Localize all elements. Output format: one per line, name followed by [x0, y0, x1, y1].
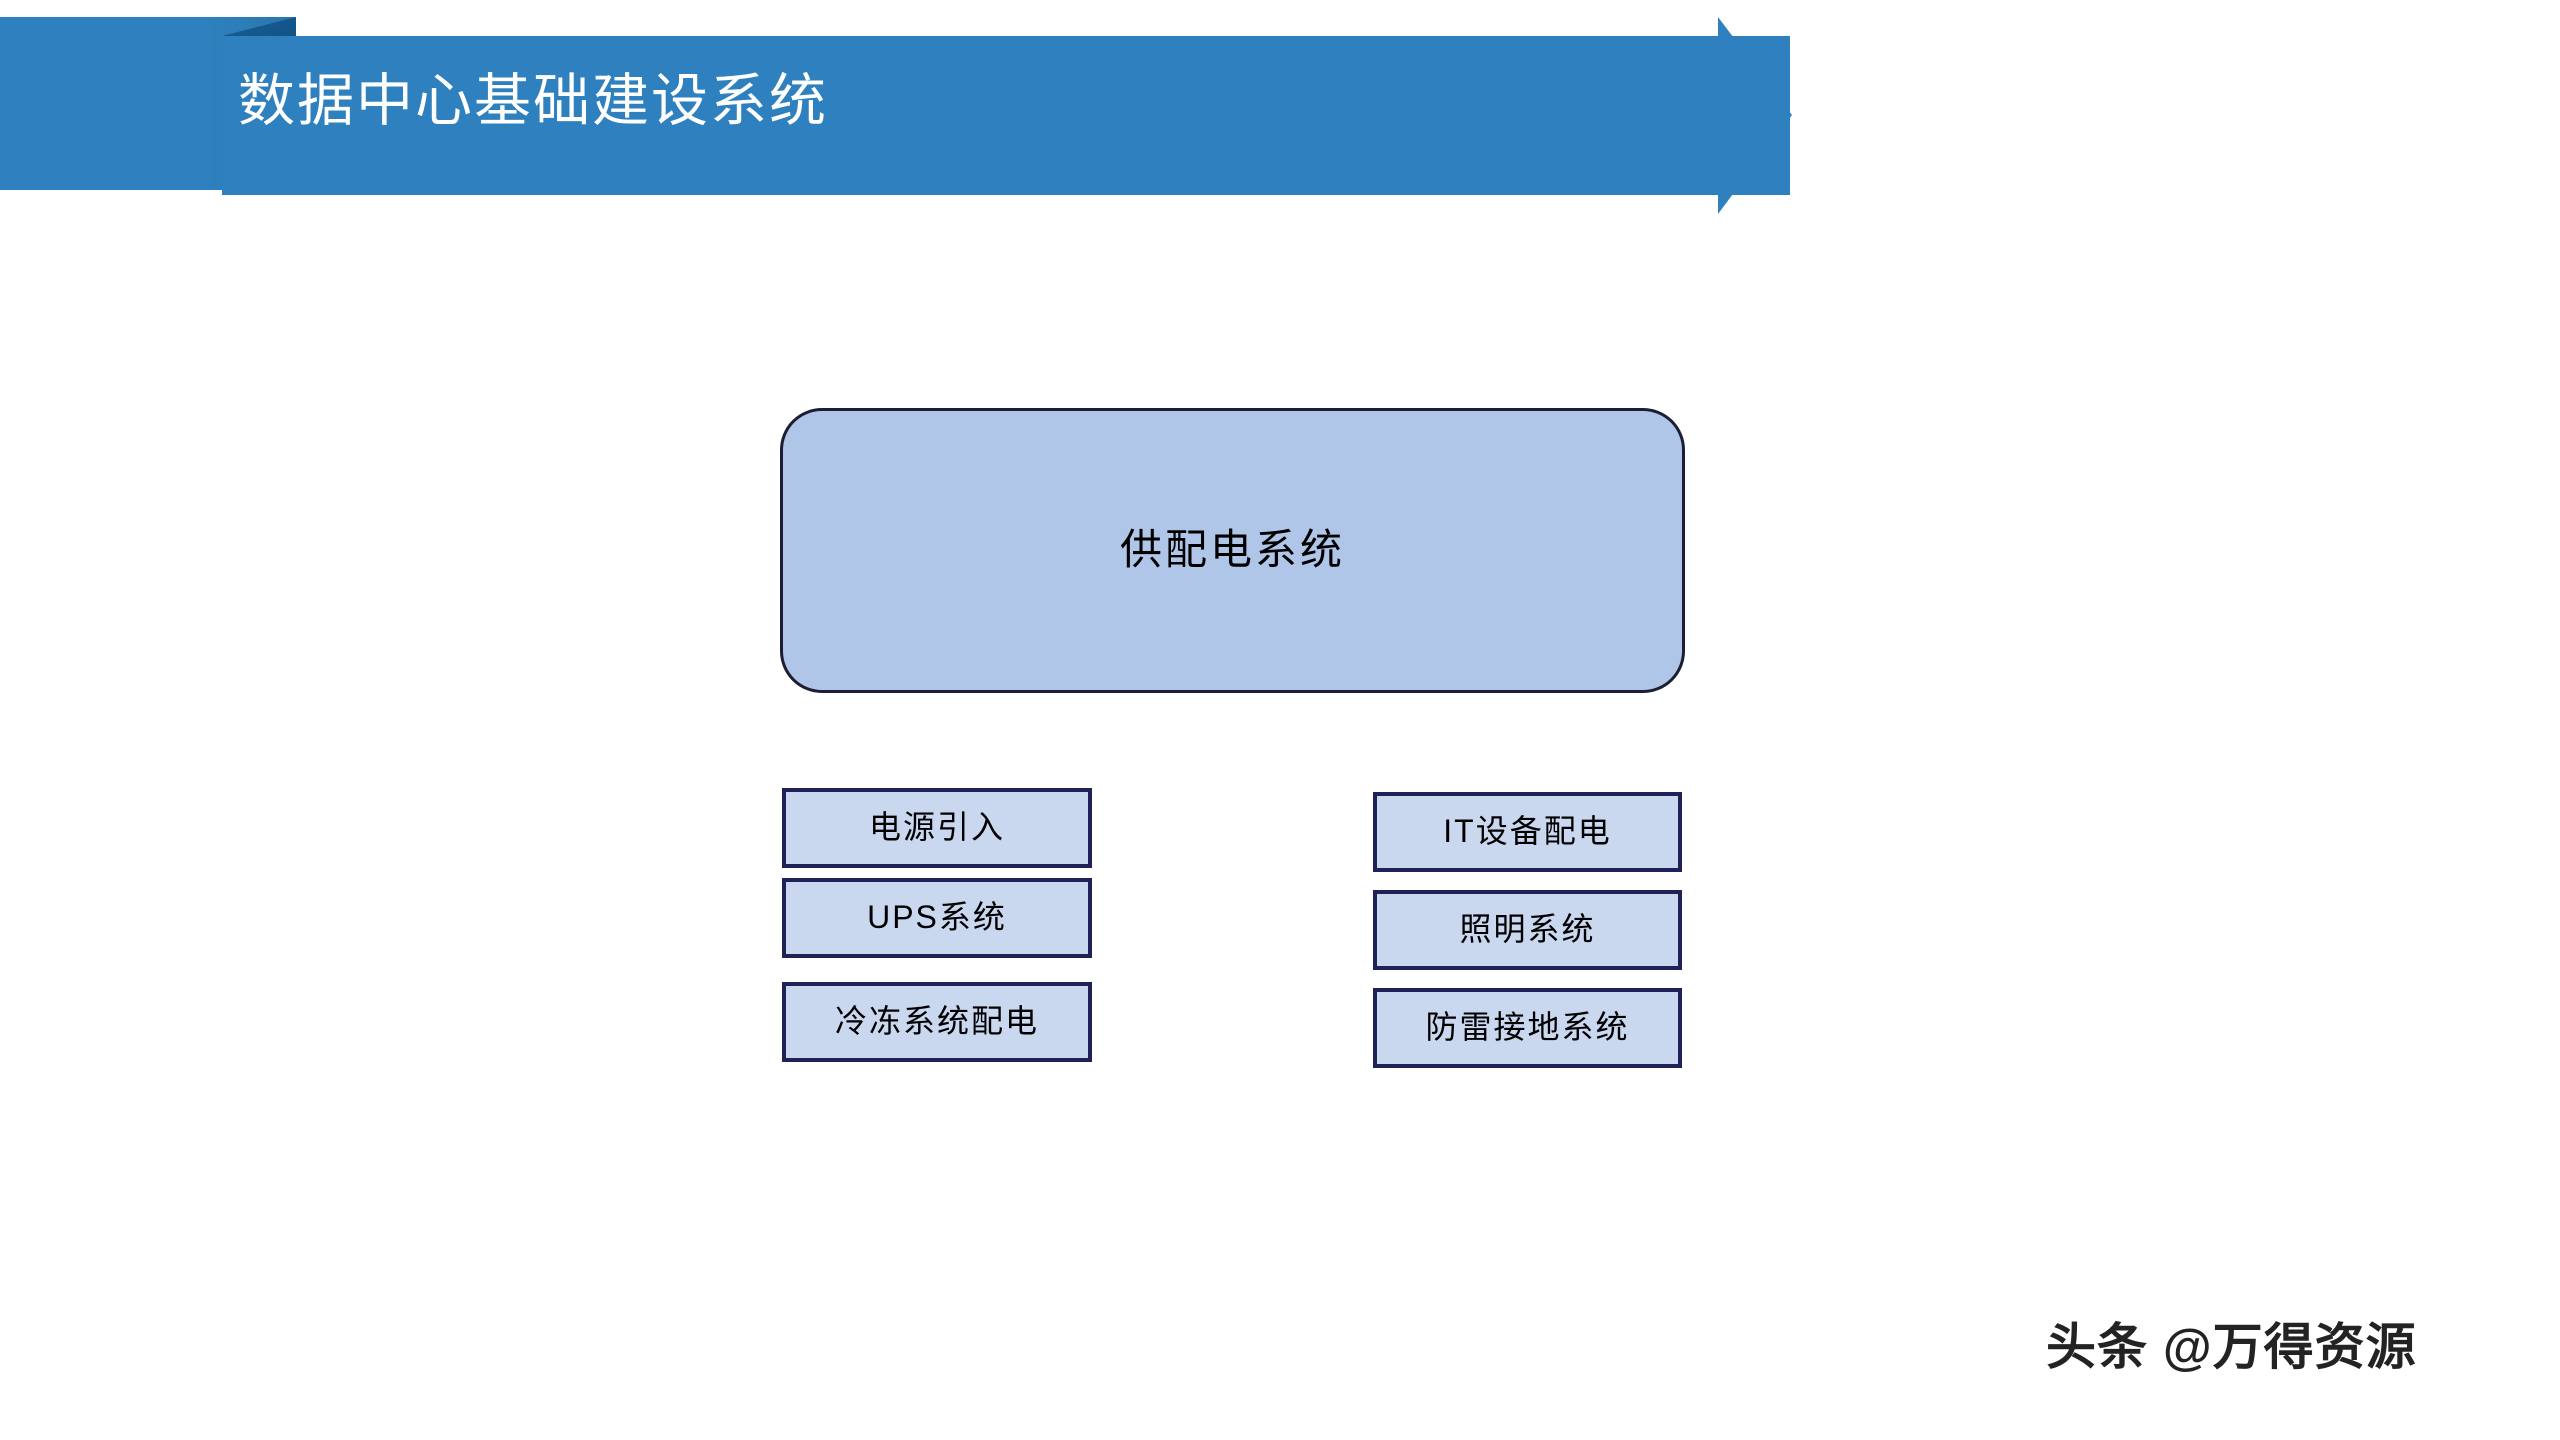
- banner-shape: [0, 17, 1792, 214]
- leaf-label: 照明系统: [1459, 911, 1596, 948]
- page-title: 数据中心基础建设系统: [238, 69, 828, 134]
- leaf-column-right: IT设备配电 照明系统 防雷接地系统: [1373, 792, 1682, 1086]
- leaf-label: 防雷接地系统: [1425, 1009, 1630, 1046]
- banner-arrow-join: [1700, 36, 1722, 195]
- leaf-box-chiller-distribution[interactable]: 冷冻系统配电: [782, 982, 1092, 1062]
- leaf-label: 电源引入: [868, 809, 1005, 846]
- leaf-box-power-intake[interactable]: 电源引入: [782, 788, 1092, 868]
- banner-body: [222, 36, 1790, 195]
- leaf-box-ups-system[interactable]: UPS系统: [782, 878, 1092, 958]
- leaf-label: UPS系统: [867, 899, 1007, 936]
- leaf-label: 冷冻系统配电: [834, 1003, 1039, 1040]
- watermark-text: 头条 @万得资源: [2046, 1319, 2417, 1375]
- leaf-box-lighting-system[interactable]: 照明系统: [1373, 890, 1682, 970]
- leaf-box-lightning-grounding-system[interactable]: 防雷接地系统: [1373, 988, 1682, 1068]
- leaf-box-it-equipment-distribution[interactable]: IT设备配电: [1373, 792, 1682, 872]
- leaf-column-left: 电源引入 UPS系统 冷冻系统配电: [782, 788, 1092, 1072]
- title-banner: 数据中心基础建设系统: [0, 0, 2560, 240]
- leaf-label: IT设备配电: [1443, 813, 1612, 850]
- banner-arrow-head: [1718, 17, 1792, 214]
- diagram-root-label: 供配电系统: [1119, 526, 1345, 574]
- diagram-root-node[interactable]: 供配电系统: [780, 408, 1685, 693]
